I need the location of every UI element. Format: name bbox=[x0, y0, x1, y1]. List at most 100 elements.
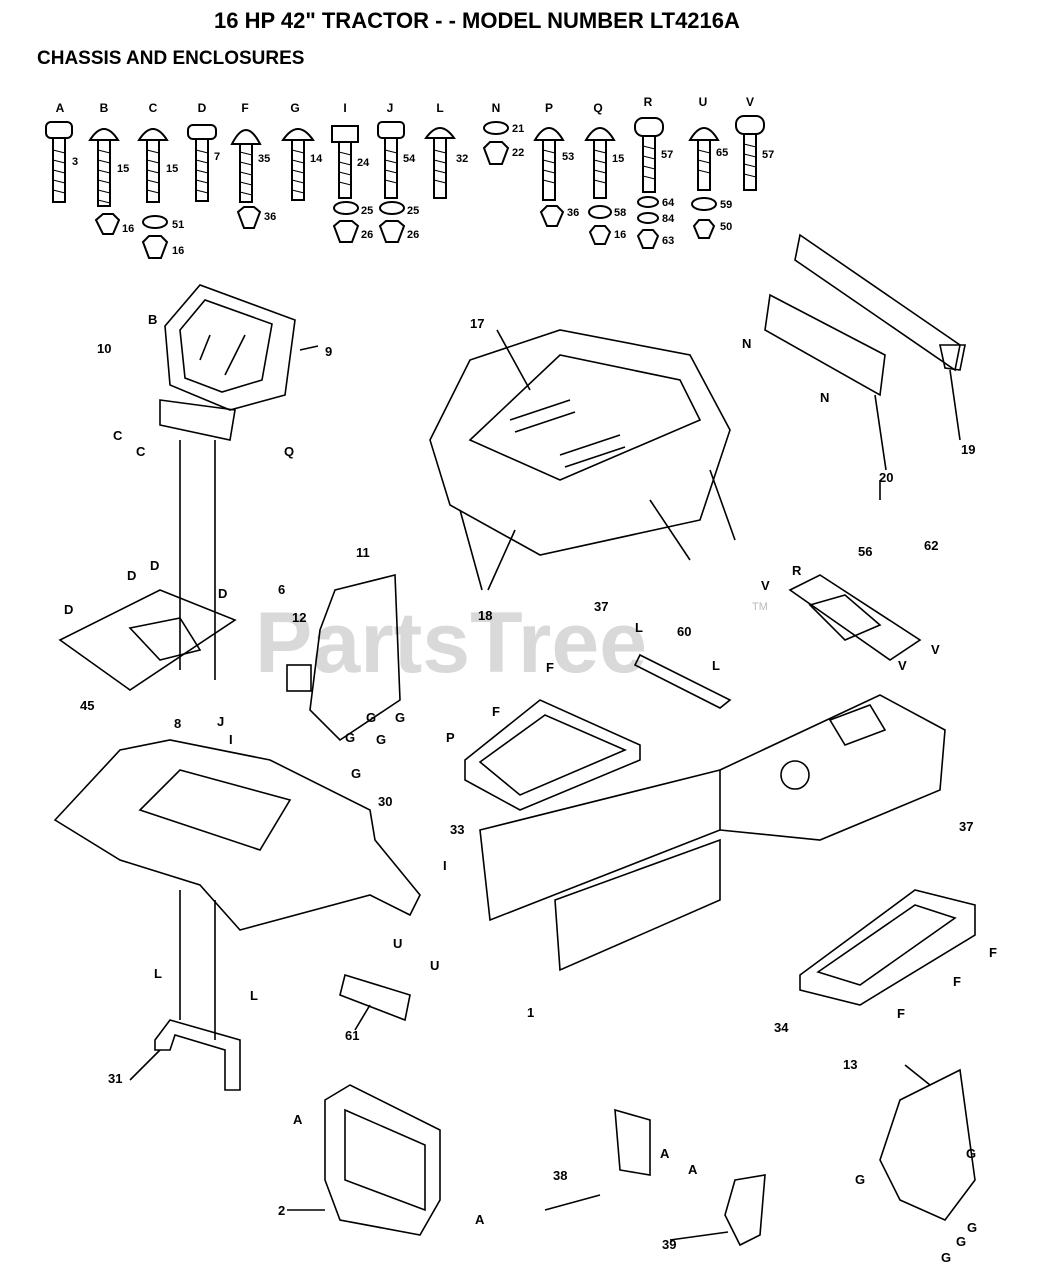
hw-extra-J-0: 25 bbox=[407, 205, 419, 217]
callout-60: 60 bbox=[677, 624, 691, 639]
hw-num-U: 65 bbox=[716, 147, 728, 159]
part-39-bracket bbox=[724, 1174, 766, 1247]
callout-33: 33 bbox=[450, 822, 464, 837]
mark-D: D bbox=[218, 586, 227, 601]
mark-L: L bbox=[250, 988, 258, 1003]
hw-letter-I: I bbox=[343, 101, 346, 115]
callout-37-left: 37 bbox=[594, 599, 608, 614]
page-title: 16 HP 42" TRACTOR - - MODEL NUMBER LT421… bbox=[214, 8, 740, 33]
hw-extra-J-1: 26 bbox=[407, 229, 419, 241]
hw-extra-C-0: 51 bbox=[172, 219, 184, 231]
hardware-bolt-R: R 57 64 84 63 bbox=[634, 95, 675, 249]
hw-num-R: 57 bbox=[661, 149, 673, 161]
callout-11: 11 bbox=[356, 545, 370, 560]
mark-G: G bbox=[966, 1146, 976, 1161]
part-34-footrest bbox=[799, 889, 976, 1006]
hw-num-V: 57 bbox=[762, 149, 774, 161]
part-38-bracket bbox=[614, 1108, 651, 1176]
hardware-bolt-A: A 3 bbox=[45, 101, 78, 203]
mark-V: V bbox=[898, 658, 907, 673]
part-13-side-panel bbox=[879, 1068, 976, 1221]
hw-letter-V: V bbox=[746, 95, 754, 109]
hw-num-Q: 15 bbox=[612, 153, 624, 165]
callout-17: 17 bbox=[470, 316, 484, 331]
hardware-bolt-F: F 35 36 bbox=[230, 101, 276, 229]
mark-A: A bbox=[660, 1146, 670, 1161]
callout-13: 13 bbox=[843, 1057, 857, 1072]
watermark-text: PartsTree bbox=[255, 595, 647, 691]
hw-extra-U-1: 50 bbox=[720, 221, 732, 233]
callout-37-right: 37 bbox=[959, 819, 973, 834]
hardware-bolt-J: J 54 25 26 bbox=[377, 101, 419, 243]
mark-Q: Q bbox=[284, 444, 294, 459]
hw-extra-R-0: 64 bbox=[662, 197, 675, 209]
hw-letter-R: R bbox=[644, 95, 653, 109]
mark-B: B bbox=[148, 312, 157, 327]
mark-D: D bbox=[64, 602, 73, 617]
hw-letter-L: L bbox=[436, 101, 443, 115]
part-61-bracket bbox=[339, 973, 411, 1022]
callout-31: 31 bbox=[108, 1071, 122, 1086]
hw-num-D: 7 bbox=[214, 151, 220, 163]
mark-P: P bbox=[446, 730, 455, 745]
part-2-grille bbox=[324, 1084, 441, 1236]
mark-V: V bbox=[931, 642, 940, 657]
leader-lines bbox=[129, 329, 961, 1241]
mark-F: F bbox=[546, 660, 554, 675]
hw-letter-F: F bbox=[241, 101, 248, 115]
part-1-frame bbox=[479, 694, 946, 972]
hw-extra-B-0: 16 bbox=[122, 223, 134, 235]
hw-num-N: 21 bbox=[512, 123, 524, 135]
part-12-plate bbox=[286, 664, 312, 692]
hw-num-A: 3 bbox=[72, 156, 78, 168]
mark-G: G bbox=[967, 1220, 977, 1235]
hw-extra-U-0: 59 bbox=[720, 199, 732, 211]
hw-letter-C: C bbox=[149, 101, 158, 115]
callout-19: 19 bbox=[961, 442, 975, 457]
mark-G: G bbox=[351, 766, 361, 781]
hardware-bolt-I: I 24 25 26 bbox=[331, 101, 373, 243]
callout-38: 38 bbox=[553, 1168, 567, 1183]
mark-L: L bbox=[635, 620, 643, 635]
part-17-hood bbox=[429, 329, 736, 561]
mark-N: N bbox=[742, 336, 751, 351]
hw-num-J: 54 bbox=[403, 153, 416, 165]
hardware-bolt-C: C 15 51 16 bbox=[137, 101, 184, 259]
hardware-bolt-U: U 65 59 50 bbox=[688, 95, 732, 239]
mark-D: D bbox=[127, 568, 136, 583]
hw-num-G: 14 bbox=[310, 153, 323, 165]
callout-62: 62 bbox=[924, 538, 938, 553]
callout-34: 34 bbox=[774, 1020, 789, 1035]
hw-extra-N-0: 22 bbox=[512, 147, 524, 159]
callout-18: 18 bbox=[478, 608, 492, 623]
letter-marks: B C C Q D D D D N N R V V V L L F F P I … bbox=[64, 312, 997, 1265]
hardware-row: A 3 B 15 16 C 15 51 16 bbox=[45, 95, 774, 259]
hw-letter-N: N bbox=[492, 101, 501, 115]
hw-extra-R-2: 63 bbox=[662, 235, 674, 247]
hw-letter-B: B bbox=[100, 101, 109, 115]
part-60-strap bbox=[633, 653, 732, 709]
callout-6: 6 bbox=[278, 582, 285, 597]
mark-N: N bbox=[820, 390, 829, 405]
mark-C: C bbox=[113, 428, 123, 443]
mark-I: J bbox=[217, 714, 224, 729]
mark-F: F bbox=[989, 945, 997, 960]
mark-A: A bbox=[475, 1212, 485, 1227]
hw-extra-F-0: 36 bbox=[264, 211, 276, 223]
part-56-channel bbox=[788, 574, 922, 661]
part-33-footrest bbox=[464, 699, 641, 811]
callout-1: 1 bbox=[527, 1005, 534, 1020]
hw-letter-A: A bbox=[56, 101, 65, 115]
hardware-bolt-V: V 57 bbox=[735, 95, 774, 191]
mark-L: L bbox=[154, 966, 162, 981]
mark-A: A bbox=[688, 1162, 698, 1177]
section-subtitle: CHASSIS AND ENCLOSURES bbox=[37, 48, 304, 69]
part-9-dash-console bbox=[159, 284, 296, 680]
hw-extra-Q-0: 58 bbox=[614, 207, 626, 219]
mark-U: U bbox=[430, 958, 439, 973]
part-11-bracket bbox=[309, 573, 401, 742]
mark-D: D bbox=[150, 558, 159, 573]
hw-letter-Q: Q bbox=[593, 101, 602, 115]
mark-G: G bbox=[376, 732, 386, 747]
